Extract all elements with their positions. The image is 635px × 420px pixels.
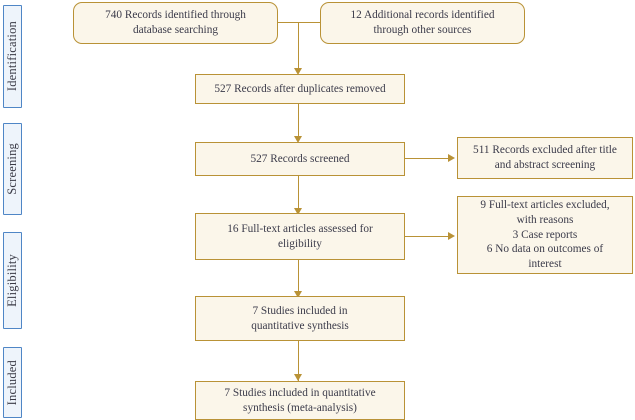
box-records-screened-text: 527 Records screened — [250, 152, 350, 165]
box-duplicates-removed-text: 527 Records after duplicates removed — [214, 82, 386, 95]
box-quantitative-synthesis-text: 7 Studies included in quantitative synth… — [224, 386, 376, 414]
stage-tab-identification: Identification — [3, 5, 22, 108]
box-additional-records: 12 Additional records identified through… — [320, 2, 525, 44]
stage-tab-eligibility-label: Eligibility — [5, 254, 20, 307]
box-database-records-text: 740 Records identified through database … — [105, 9, 246, 36]
arrowhead-to-fulltext — [294, 208, 302, 215]
box-database-records: 740 Records identified through database … — [73, 2, 278, 44]
box-fulltext-excluded: 9 Full-text articles excluded, with reas… — [457, 196, 633, 274]
arrowhead-to-qualitative — [294, 291, 302, 298]
box-fulltext-assessed-text: 16 Full-text articles assessed for eligi… — [227, 222, 373, 250]
box-records-excluded-text: 511 Records excluded after title and abs… — [473, 144, 617, 171]
box-records-excluded: 511 Records excluded after title and abs… — [457, 137, 633, 179]
stage-tab-screening-label: Screening — [5, 143, 20, 195]
box-qualitative-synthesis: 7 Studies included in quantitative synth… — [195, 296, 405, 341]
stage-tab-included-label: Included — [5, 359, 20, 406]
arrowhead-to-records-excluded — [448, 154, 455, 162]
stage-tab-eligibility: Eligibility — [3, 232, 22, 329]
arrowhead-to-duplicates — [294, 68, 302, 75]
box-quantitative-synthesis: 7 Studies included in quantitative synth… — [195, 381, 405, 420]
connector-to-duplicates — [298, 22, 300, 70]
box-records-screened: 527 Records screened — [195, 142, 405, 176]
connector-to-qualitative — [298, 260, 300, 296]
connector-to-screened — [298, 104, 300, 140]
stage-tab-screening: Screening — [3, 123, 22, 215]
arrowhead-to-fulltext-excluded — [448, 232, 455, 240]
arrowhead-to-screened — [294, 136, 302, 143]
stage-tab-identification-label: Identification — [5, 21, 20, 92]
connector-to-quantitative — [298, 341, 300, 381]
connector-to-fulltext — [298, 176, 300, 214]
connector-to-fulltext-excluded — [404, 236, 450, 238]
arrowhead-to-quantitative — [294, 374, 302, 381]
box-additional-records-text: 12 Additional records identified through… — [350, 9, 495, 36]
stage-tab-included: Included — [3, 347, 22, 418]
box-qualitative-synthesis-text: 7 Studies included in quantitative synth… — [251, 304, 349, 332]
box-fulltext-excluded-text: 9 Full-text articles excluded, with reas… — [480, 198, 610, 271]
box-fulltext-assessed: 16 Full-text articles assessed for eligi… — [195, 213, 405, 260]
box-duplicates-removed: 527 Records after duplicates removed — [195, 74, 405, 104]
connector-to-records-excluded — [404, 158, 450, 160]
